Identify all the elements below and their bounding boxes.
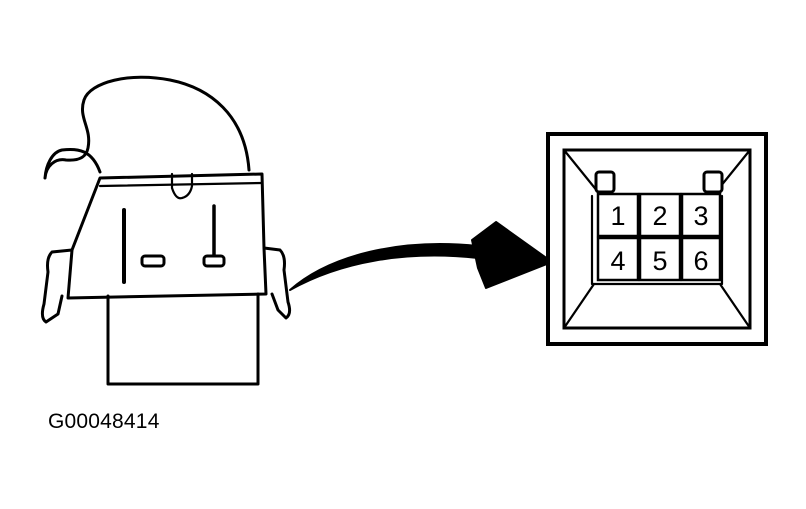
terminal-cell-3 <box>680 192 722 238</box>
terminal-label-6: 6 <box>693 246 708 276</box>
terminal-label-1: 1 <box>610 201 625 231</box>
switch-right-clip <box>262 246 292 320</box>
switch-assembly <box>40 75 292 386</box>
switch-contact-right <box>202 254 226 268</box>
figure-id-label: G00048414 <box>48 410 160 433</box>
terminal-cell-1 <box>596 192 640 238</box>
terminal-cell-2 <box>638 192 682 238</box>
terminal-label-3: 3 <box>693 201 708 231</box>
terminal-label-2: 2 <box>652 201 667 231</box>
switch-housing-top-edge <box>98 181 264 188</box>
switch-left-clip <box>40 248 74 324</box>
connector-terminal-grid: 1 2 3 4 5 6 <box>596 192 722 282</box>
connector-corner-line-bl <box>562 282 596 330</box>
switch-lower-base <box>106 292 260 386</box>
arrow-shaft <box>289 243 479 291</box>
connector-face-view: 1 2 3 4 5 6 <box>546 132 768 346</box>
terminal-label-4: 4 <box>610 246 625 276</box>
arrow-head <box>471 221 553 289</box>
connector-inner-frame <box>562 148 752 330</box>
switch-top-tab <box>170 172 194 200</box>
terminal-label-5: 5 <box>652 246 667 276</box>
connector-latch-left <box>594 170 616 194</box>
terminal-cell-4 <box>596 236 640 282</box>
connector-latch-right <box>702 170 724 194</box>
connector-corner-line-tl <box>562 148 600 194</box>
switch-rocker-knob <box>43 75 251 180</box>
connector-corner-line-br <box>718 282 752 330</box>
switch-contact-left <box>140 254 166 268</box>
terminal-cell-5 <box>638 236 682 282</box>
terminal-cell-6 <box>680 236 722 282</box>
connector-cavity-outline <box>590 194 724 286</box>
switch-housing <box>66 172 268 300</box>
curved-arrow <box>289 221 553 291</box>
